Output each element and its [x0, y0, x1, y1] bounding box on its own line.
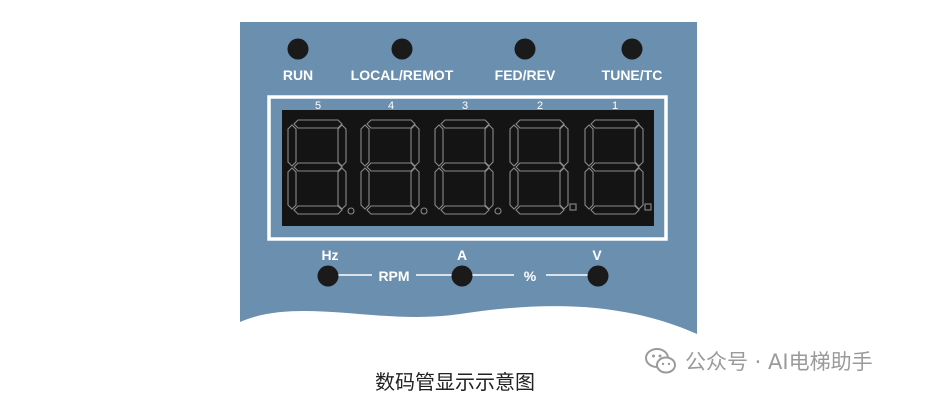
indicator-label: TUNE/TC [602, 67, 663, 83]
watermark-text: 公众号 · AI电梯助手 [685, 350, 873, 374]
digit-segment [484, 124, 494, 167]
digit-segment [293, 205, 343, 215]
unit-label-a: A [457, 247, 467, 263]
digit-segment [366, 205, 416, 215]
indicator-label: RUN [283, 67, 313, 83]
indicator-led [287, 38, 309, 60]
digit-segment [590, 119, 640, 129]
label-gap [514, 268, 546, 282]
label-gap [372, 268, 416, 282]
seven-segment-digit [584, 119, 652, 215]
digit-segment [509, 124, 519, 167]
watermark: 公众号 · AI电梯助手 [645, 346, 873, 376]
display-screen [282, 110, 654, 226]
decimal-point [420, 207, 428, 215]
digit-position-number: 5 [315, 100, 321, 112]
digit-segment [440, 205, 490, 215]
digit-segment [366, 119, 416, 129]
unit-led [587, 265, 609, 287]
digit-segment [287, 167, 297, 210]
decimal-point [347, 207, 355, 215]
digit-segment [590, 162, 640, 172]
digit-position-number: 1 [612, 100, 618, 112]
digit-segment [559, 124, 569, 167]
unit-label-v: V [592, 247, 602, 263]
digit-segment [360, 167, 370, 210]
digit-segment [434, 167, 444, 210]
digit-segment [287, 124, 297, 167]
digit-segment [440, 119, 490, 129]
digit-segment [634, 167, 644, 210]
digit-segment [337, 167, 347, 210]
digit-segment [509, 167, 519, 210]
unit-label-rpm: RPM [378, 268, 409, 284]
digit-segment [584, 124, 594, 167]
digit-segment [484, 167, 494, 210]
seven-segment-digit [360, 119, 428, 215]
indicator-led [391, 38, 413, 60]
digit-segment [590, 205, 640, 215]
indicator-label: LOCAL/REMOT [351, 67, 454, 83]
digit-segment [434, 124, 444, 167]
indicator-led [514, 38, 536, 60]
digit-segment [410, 167, 420, 210]
digit-segment [293, 119, 343, 129]
digit-position-number: 2 [537, 100, 543, 112]
digit-segment [410, 124, 420, 167]
digit-segment [515, 119, 565, 129]
decimal-point [569, 203, 577, 211]
unit-label-percent: % [524, 268, 537, 284]
indicator-label: FED/REV [495, 67, 556, 83]
digit-segment [634, 124, 644, 167]
digit-segment [293, 162, 343, 172]
display-frame [267, 95, 668, 241]
wechat-icon [645, 348, 676, 374]
digit-segment [515, 162, 565, 172]
digit-segment [515, 205, 565, 215]
unit-label-hz: Hz [321, 247, 338, 263]
seven-segment-digit [287, 119, 355, 215]
digit-segment [360, 124, 370, 167]
indicator-led [621, 38, 643, 60]
digit-segment [366, 162, 416, 172]
digit-position-number: 4 [388, 100, 394, 112]
unit-led [451, 265, 473, 287]
digit-segment [337, 124, 347, 167]
decimal-point [494, 207, 502, 215]
diagram-caption: 数码管显示示意图 [375, 370, 535, 394]
digit-segment [559, 167, 569, 210]
unit-led [317, 265, 339, 287]
digit-segment [440, 162, 490, 172]
seven-segment-digit [509, 119, 577, 215]
digit-segment [584, 167, 594, 210]
digit-position-number: 3 [462, 100, 468, 112]
decimal-point [644, 203, 652, 211]
seven-segment-digit [434, 119, 502, 215]
